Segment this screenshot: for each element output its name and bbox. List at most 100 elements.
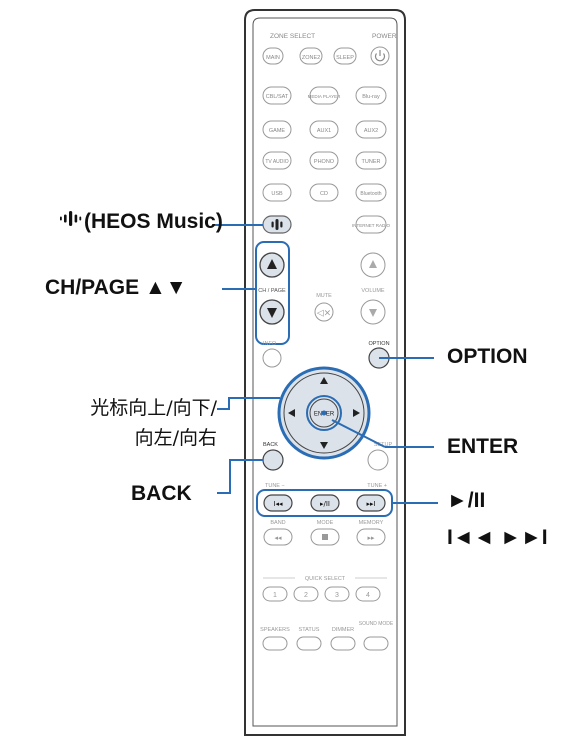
volume-up-button[interactable]	[360, 252, 386, 278]
svg-text:MAIN: MAIN	[266, 55, 280, 61]
heos-music-button[interactable]	[262, 215, 292, 234]
sound-mode-label: SOUND MODE	[359, 621, 394, 627]
cursor-left-icon	[288, 409, 295, 417]
svg-text:MEDIA PLAYER: MEDIA PLAYER	[308, 94, 341, 99]
mode-label: MODE	[317, 520, 334, 526]
svg-text:INTERNET RADIO: INTERNET RADIO	[352, 223, 390, 228]
next-button[interactable]: ▸▸I	[356, 494, 386, 512]
speakers-button[interactable]	[262, 636, 288, 651]
button-sleep[interactable]: SLEEP	[333, 47, 357, 65]
power-label: POWER	[372, 33, 397, 40]
tune-plus-label: TUNE +	[367, 483, 387, 489]
play-pause-button[interactable]: ▸/II	[310, 494, 340, 512]
svg-text:2: 2	[304, 592, 308, 599]
svg-text:CBL/SAT: CBL/SAT	[266, 94, 289, 100]
back-leader	[217, 459, 263, 494]
quick-select-2[interactable]: 2	[293, 586, 319, 602]
button-cbl-sat[interactable]: CBL/SAT	[262, 86, 292, 105]
triangle-down-icon	[267, 308, 277, 318]
info-label: INFO	[263, 341, 277, 347]
button-main[interactable]: MAIN	[262, 47, 284, 65]
power-button[interactable]	[370, 46, 390, 66]
triangle-up-icon	[369, 260, 377, 268]
skip-forward-icon: ▸▸I	[366, 500, 375, 508]
volume-down-button[interactable]	[360, 299, 386, 325]
mute-button[interactable]: ◁×	[314, 302, 334, 322]
heos-icon	[271, 219, 283, 230]
skip-back-icon: I◂◂	[273, 500, 283, 508]
button-aux1[interactable]: AUX1	[309, 120, 339, 139]
previous-button[interactable]: I◂◂	[263, 494, 293, 512]
quick-select-label: QUICK SELECT	[305, 576, 346, 582]
button-game[interactable]: GAME	[262, 120, 292, 139]
callout-enter: ENTER	[447, 435, 519, 458]
dimmer-button[interactable]	[330, 636, 356, 651]
callout-cursor-line2: 向左/向右	[134, 427, 217, 449]
svg-text:AUX1: AUX1	[317, 128, 331, 134]
ch-page-label: CH / PAGE	[258, 288, 286, 294]
quick-select-1[interactable]: 1	[262, 586, 288, 602]
button-bluetooth[interactable]: Bluetooth	[355, 183, 387, 202]
volume-label: VOLUME	[361, 288, 385, 294]
callout-lines	[213, 224, 438, 504]
svg-text:AUX2: AUX2	[364, 128, 378, 134]
triangle-up-icon	[267, 259, 277, 269]
callout-play-pause: ►/II	[447, 489, 486, 512]
callout-option: OPTION	[447, 345, 528, 368]
callout-heos-music: (HEOS Music)	[84, 210, 223, 233]
enter-leader-a	[331, 419, 386, 448]
stop-button[interactable]	[310, 528, 340, 546]
info-button[interactable]	[262, 348, 282, 368]
svg-text:CD: CD	[320, 191, 328, 197]
button-usb[interactable]: USB	[262, 183, 292, 202]
svg-text:PHONO: PHONO	[314, 159, 335, 165]
button-aux2[interactable]: AUX2	[355, 120, 387, 139]
button-internet-radio[interactable]: INTERNET RADIO	[352, 215, 390, 234]
svg-text:4: 4	[366, 592, 370, 599]
play-pause-icon: ▸/II	[320, 500, 330, 508]
triangle-down-icon	[369, 309, 377, 317]
svg-text:Bluetooth: Bluetooth	[360, 191, 381, 197]
cursor-leader	[217, 397, 280, 410]
option-label: OPTION	[368, 341, 389, 347]
back-button[interactable]	[262, 449, 284, 471]
mute-label: MUTE	[316, 293, 332, 299]
button-bluray[interactable]: Blu-ray	[355, 86, 387, 105]
mute-icon: ◁×	[317, 309, 331, 319]
button-tv-audio[interactable]: TV AUDIO	[262, 151, 292, 170]
setup-button[interactable]	[367, 449, 389, 471]
svg-text:GAME: GAME	[269, 128, 286, 134]
tune-minus-label: TUNE −	[265, 483, 285, 489]
cursor-down-icon	[320, 442, 328, 449]
sound-mode-button[interactable]	[363, 636, 389, 651]
button-tuner[interactable]: TUNER	[355, 151, 387, 170]
button-media-player[interactable]: MEDIA PLAYER	[308, 86, 341, 105]
cursor-up-icon	[320, 377, 328, 384]
svg-text:3: 3	[335, 592, 339, 599]
rewind-button[interactable]: ◂◂	[263, 528, 293, 546]
status-button[interactable]	[296, 636, 322, 651]
speakers-label: SPEAKERS	[260, 627, 290, 633]
svg-text:TUNER: TUNER	[362, 159, 381, 165]
stop-icon	[322, 534, 328, 540]
ch-page-down-button[interactable]	[259, 299, 285, 325]
button-phono[interactable]: PHONO	[309, 151, 339, 170]
svg-text:TV AUDIO: TV AUDIO	[265, 159, 288, 165]
ch-page-up-button[interactable]	[259, 252, 285, 278]
callout-cursor-line1: 光标向上/向下/	[90, 397, 217, 419]
rewind-icon: ◂◂	[274, 534, 282, 542]
fast-forward-button[interactable]: ▸▸	[356, 528, 386, 546]
enter-leader-dot	[321, 410, 327, 416]
callout-skip: I◄◄ ►►I	[447, 526, 548, 549]
status-label: STATUS	[299, 627, 320, 633]
quick-select-4[interactable]: 4	[355, 586, 381, 602]
ch-page-highlight	[255, 241, 290, 345]
cursor-right-icon	[353, 409, 360, 417]
button-zone2[interactable]: ZONE2	[299, 47, 323, 65]
heos-callout-icon	[60, 211, 82, 226]
dimmer-label: DIMMER	[332, 627, 354, 633]
zone-select-label: ZONE SELECT	[270, 33, 315, 40]
quick-select-3[interactable]: 3	[324, 586, 350, 602]
button-cd[interactable]: CD	[309, 183, 339, 202]
